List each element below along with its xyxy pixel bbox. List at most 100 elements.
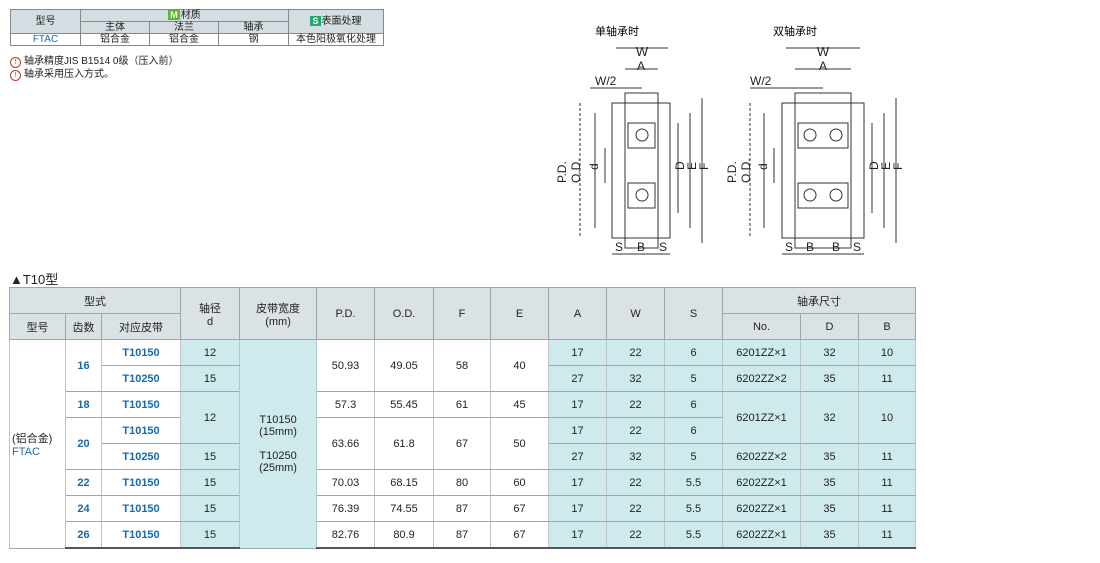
bearing-b-cell: 11 xyxy=(858,443,917,470)
s-cell: 5.5 xyxy=(664,521,724,549)
s-cell: 5.5 xyxy=(664,469,724,496)
header-type: 型式 xyxy=(8,287,182,314)
a-cell: 17 xyxy=(548,391,608,418)
e-cell: 45 xyxy=(490,391,550,418)
a-cell: 27 xyxy=(548,365,608,392)
material-body: 铝合金 xyxy=(80,33,150,46)
shaft-cell: 15 xyxy=(180,365,241,392)
dim-f-label: F xyxy=(891,163,905,170)
notes: !轴承精度JIS B1514 0级（压入前） !轴承采用压入方式。 xyxy=(10,55,178,81)
s-cell: 5.5 xyxy=(664,495,724,522)
single-bearing-drawing: W A W/2 P.D. O.D. d D E F S B S xyxy=(555,44,711,255)
a-cell: 27 xyxy=(548,443,608,470)
dim-e-label: E xyxy=(685,162,699,170)
belt-width-cell: T10150 (15mm) T10250 (25mm) xyxy=(239,339,318,549)
w-cell: 22 xyxy=(606,417,666,444)
header-belt-width: 皮带宽度(mm) xyxy=(239,287,318,340)
table-row: 22 T10150 15 70.03 68.15 80 60 17 22 5.5… xyxy=(10,469,917,496)
width-2a: T10250 xyxy=(259,449,297,462)
bearing-d-cell: 32 xyxy=(800,391,860,444)
s-cell: 5 xyxy=(664,365,724,392)
material-surface: 本色阳极氧化处理 xyxy=(288,33,384,46)
od-cell: 68.15 xyxy=(374,469,435,496)
bearing-b-cell: 10 xyxy=(858,391,917,444)
header-belt: 对应皮带 xyxy=(100,313,182,340)
dim-s-label: S xyxy=(615,240,623,254)
od-cell: 49.05 xyxy=(374,339,435,392)
header-width-unit: (mm) xyxy=(265,315,291,328)
header-bearing-size: 轴承尺寸 xyxy=(722,287,917,314)
dim-d-label: d xyxy=(587,163,601,170)
header-shaft-sym: d xyxy=(206,315,214,328)
header-body: 主体 xyxy=(80,21,150,34)
header-f: F xyxy=(433,287,492,340)
s-cell: 6 xyxy=(664,339,724,366)
section-title: ▲T10型 xyxy=(10,272,59,287)
header-no: No. xyxy=(722,313,802,340)
info-icon: ! xyxy=(10,57,21,68)
belt-cell: T10250 xyxy=(100,443,182,470)
dim-od-label: O.D. xyxy=(739,158,753,183)
e-cell: 67 xyxy=(490,521,550,549)
header-width-label: 皮带宽度 xyxy=(256,302,301,315)
material-badge-icon: M xyxy=(168,10,180,20)
w-cell: 22 xyxy=(606,391,666,418)
pd-cell: 57.3 xyxy=(316,391,376,418)
e-cell: 67 xyxy=(490,495,550,522)
pd-cell: 50.93 xyxy=(316,339,376,392)
belt-cell: T10150 xyxy=(100,495,182,522)
dim-w2-label: W/2 xyxy=(595,74,617,88)
bearing-d-cell: 32 xyxy=(800,339,860,366)
pulley-diagram: 单轴承时 双轴承时 W A W/2 P.D. O.D. d D E F S B … xyxy=(555,24,905,255)
shaft-cell: 12 xyxy=(180,391,241,444)
a-cell: 17 xyxy=(548,339,608,366)
teeth-cell: 26 xyxy=(65,521,102,549)
header-s: S xyxy=(664,287,724,340)
shaft-cell: 15 xyxy=(180,443,241,470)
bearing-d-cell: 35 xyxy=(800,443,860,470)
belt-cell: T10150 xyxy=(100,391,182,418)
w-cell: 22 xyxy=(606,339,666,366)
a-cell: 17 xyxy=(548,521,608,549)
f-cell: 80 xyxy=(433,469,492,496)
header-model: 型号 xyxy=(10,9,81,34)
width-2b: (25mm) xyxy=(259,461,297,474)
dim-w2-label: W/2 xyxy=(750,74,772,88)
shaft-cell: 15 xyxy=(180,469,241,496)
w-cell: 22 xyxy=(606,469,666,496)
w-cell: 32 xyxy=(606,365,666,392)
belt-cell: T10150 xyxy=(100,417,182,444)
bearing-no-cell: 6202ZZ×2 xyxy=(722,443,802,470)
bearing-d-cell: 35 xyxy=(800,495,860,522)
pd-cell: 76.39 xyxy=(316,495,376,522)
w-cell: 22 xyxy=(606,521,666,549)
material-bearing: 钢 xyxy=(218,33,289,46)
bearing-b-cell: 11 xyxy=(858,365,917,392)
f-cell: 67 xyxy=(433,417,492,470)
s-cell: 6 xyxy=(664,417,724,444)
model-cell: (铝合金) FTAC xyxy=(9,339,66,549)
double-bearing-title: 双轴承时 xyxy=(773,24,817,38)
a-cell: 17 xyxy=(548,495,608,522)
shaft-cell: 12 xyxy=(180,339,241,366)
header-surface-label: 表面处理 xyxy=(321,16,362,27)
bearing-no-cell: 6202ZZ×1 xyxy=(722,521,802,549)
width-1b: (15mm) xyxy=(259,425,297,438)
shaft-cell: 15 xyxy=(180,521,241,549)
dim-s-label: S xyxy=(853,240,861,254)
teeth-cell: 24 xyxy=(65,495,102,522)
header-material-label: 材质 xyxy=(180,10,201,21)
od-cell: 74.55 xyxy=(374,495,435,522)
bearing-d-cell: 35 xyxy=(800,521,860,549)
dim-w-label: W xyxy=(817,44,830,59)
f-cell: 87 xyxy=(433,521,492,549)
note-item: !轴承采用压入方式。 xyxy=(10,68,178,81)
f-cell: 61 xyxy=(433,391,492,418)
dim-b-label: B xyxy=(637,240,645,254)
pd-cell: 70.03 xyxy=(316,469,376,496)
bearing-no-cell: 6201ZZ×1 xyxy=(722,339,802,366)
table-row: T10250 15 27 32 5 6202ZZ×2 35 11 xyxy=(10,365,917,392)
surface-badge-icon: S xyxy=(310,16,321,26)
